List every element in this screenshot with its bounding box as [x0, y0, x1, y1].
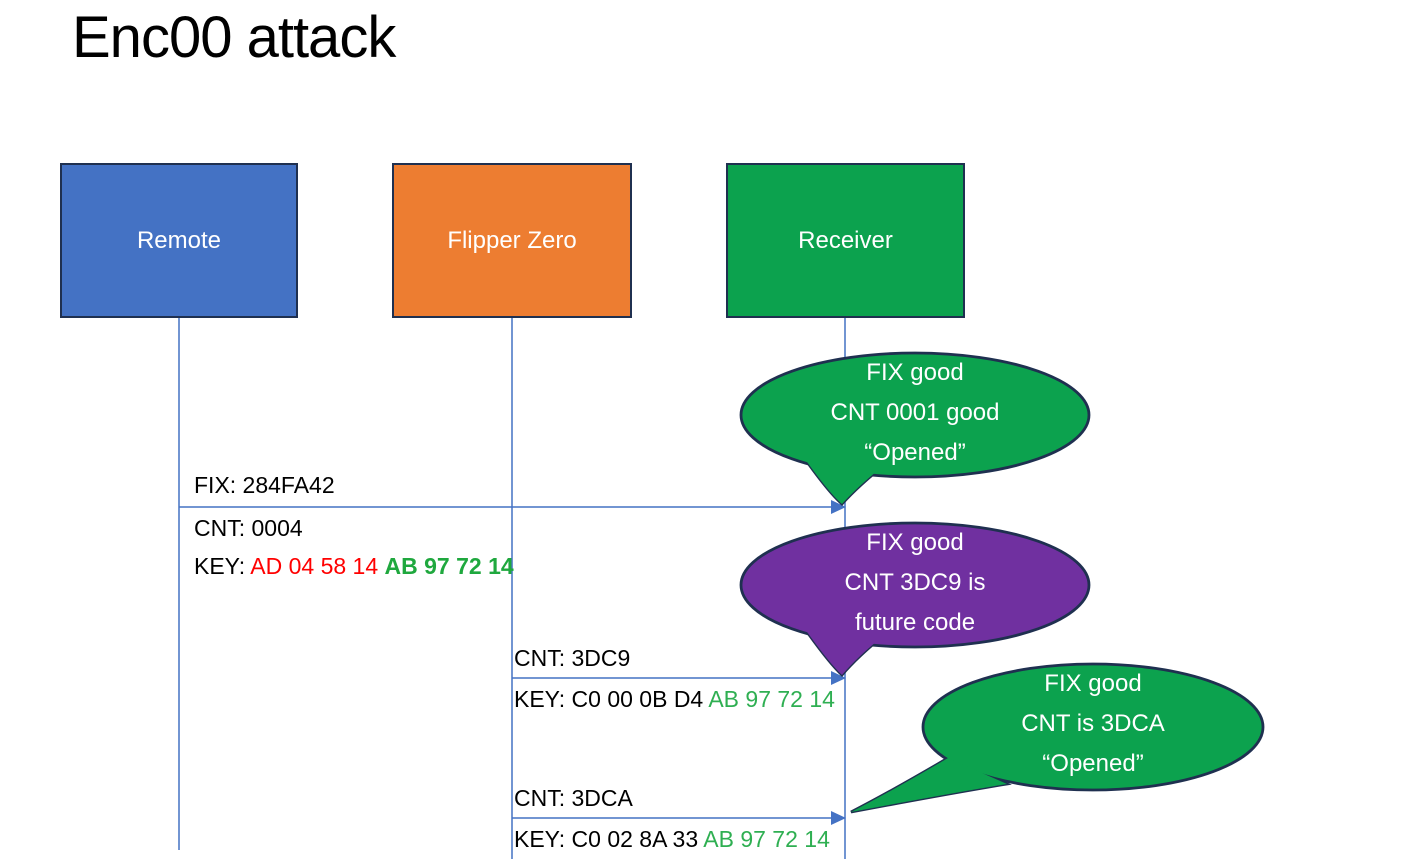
callout1-text: FIX good CNT 0001 good “Opened” [755, 353, 1075, 473]
message1-key-green-bytes: AB 97 72 14 [384, 553, 514, 579]
actor-box-remote: Remote [60, 163, 298, 318]
message3-arrow [512, 811, 846, 825]
message3-key-prefix: KEY: C0 02 8A 33 [514, 826, 704, 852]
callout2-tail-fill [800, 622, 888, 675]
callout2-line3: future code [854, 609, 976, 636]
callout3-line1: FIX good [1044, 670, 1142, 697]
actor-box-flipper-zero: Flipper Zero [392, 163, 632, 318]
message2-key-text: KEY: C0 00 0B D4 AB 97 72 14 [514, 684, 835, 714]
message2-key-green-bytes: AB 97 72 14 [708, 686, 835, 712]
message1-key-prefix: KEY: [194, 553, 251, 579]
message2-cnt-text: CNT: 3DC9 [514, 645, 631, 671]
callout2-line1: FIX good [866, 529, 964, 556]
message2-arrowhead-icon [831, 671, 846, 685]
callout2-text: FIX good CNT 3DC9 is future code [755, 523, 1075, 643]
actor-box-receiver: Receiver [726, 163, 965, 318]
callout1-tail-fill [800, 452, 888, 504]
callout1-line2: CNT 0001 good [830, 399, 1000, 426]
message1-key-red-bytes: AD 04 58 14 [250, 553, 385, 579]
callout1-line3: “Opened” [864, 439, 966, 466]
page-title: Enc00 attack [72, 5, 396, 70]
callout3-line3: “Opened” [1042, 750, 1144, 777]
actor-receiver-label: Receiver [798, 226, 893, 254]
actor-remote-label: Remote [136, 226, 222, 254]
message1-cnt-text: CNT: 0004 [194, 515, 303, 541]
message2-key-prefix: KEY: C0 00 0B D4 [514, 686, 709, 712]
callout-bubble-2 [739, 521, 1091, 678]
message1-key-text: KEY: AD 04 58 14 AB 97 72 14 [194, 551, 514, 581]
message2-arrow [512, 671, 846, 685]
callout3-tail-fill [851, 758, 1007, 812]
actor-flipper-label: Flipper Zero [447, 226, 577, 254]
message3-key-green-bytes: AB 97 72 14 [703, 826, 830, 852]
callout-bubble-1 [739, 351, 1091, 506]
callout2-line2: CNT 3DC9 is [844, 569, 986, 596]
callout2-ellipse [739, 521, 1091, 649]
message3-cnt-text: CNT: 3DCA [514, 785, 633, 811]
callout1-ellipse [739, 351, 1091, 479]
message1-fix-text: FIX: 284FA42 [194, 472, 335, 498]
callout3-line2: CNT is 3DCA [1021, 710, 1165, 737]
callout-bubble-3 [850, 662, 1265, 814]
message3-arrowhead-icon [831, 811, 846, 825]
message1-arrow [179, 500, 846, 514]
message1-arrowhead-icon [831, 500, 846, 514]
callout3-text: FIX good CNT is 3DCA “Opened” [933, 664, 1253, 784]
callout3-ellipse [921, 662, 1265, 792]
callout1-line1: FIX good [866, 359, 964, 386]
message3-key-text: KEY: C0 02 8A 33 AB 97 72 14 [514, 824, 830, 854]
